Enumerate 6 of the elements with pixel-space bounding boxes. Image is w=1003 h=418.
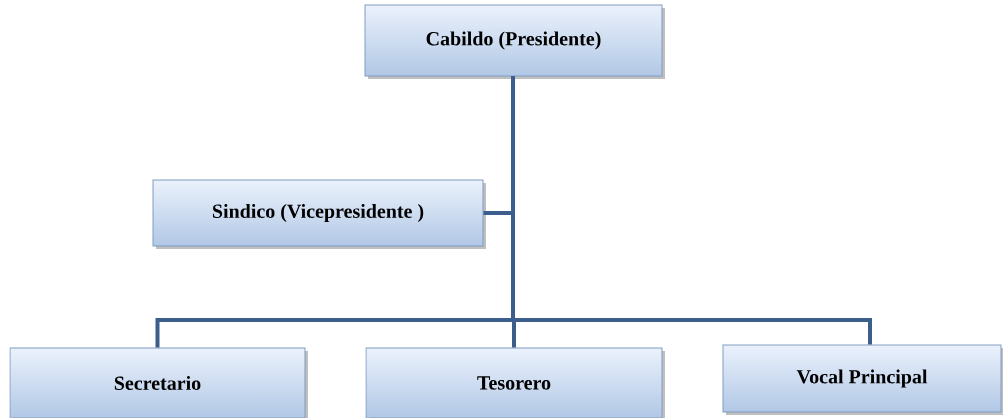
org-box: Cabildo (Presidente) — [364, 4, 665, 79]
org-box: Vocal Principal — [722, 344, 1003, 415]
org-box: Tesorero — [365, 347, 665, 418]
org-box: Secretario — [9, 347, 308, 418]
connector-line — [511, 76, 872, 345]
org-box: Sindico (Vicepresidente ) — [152, 179, 486, 249]
